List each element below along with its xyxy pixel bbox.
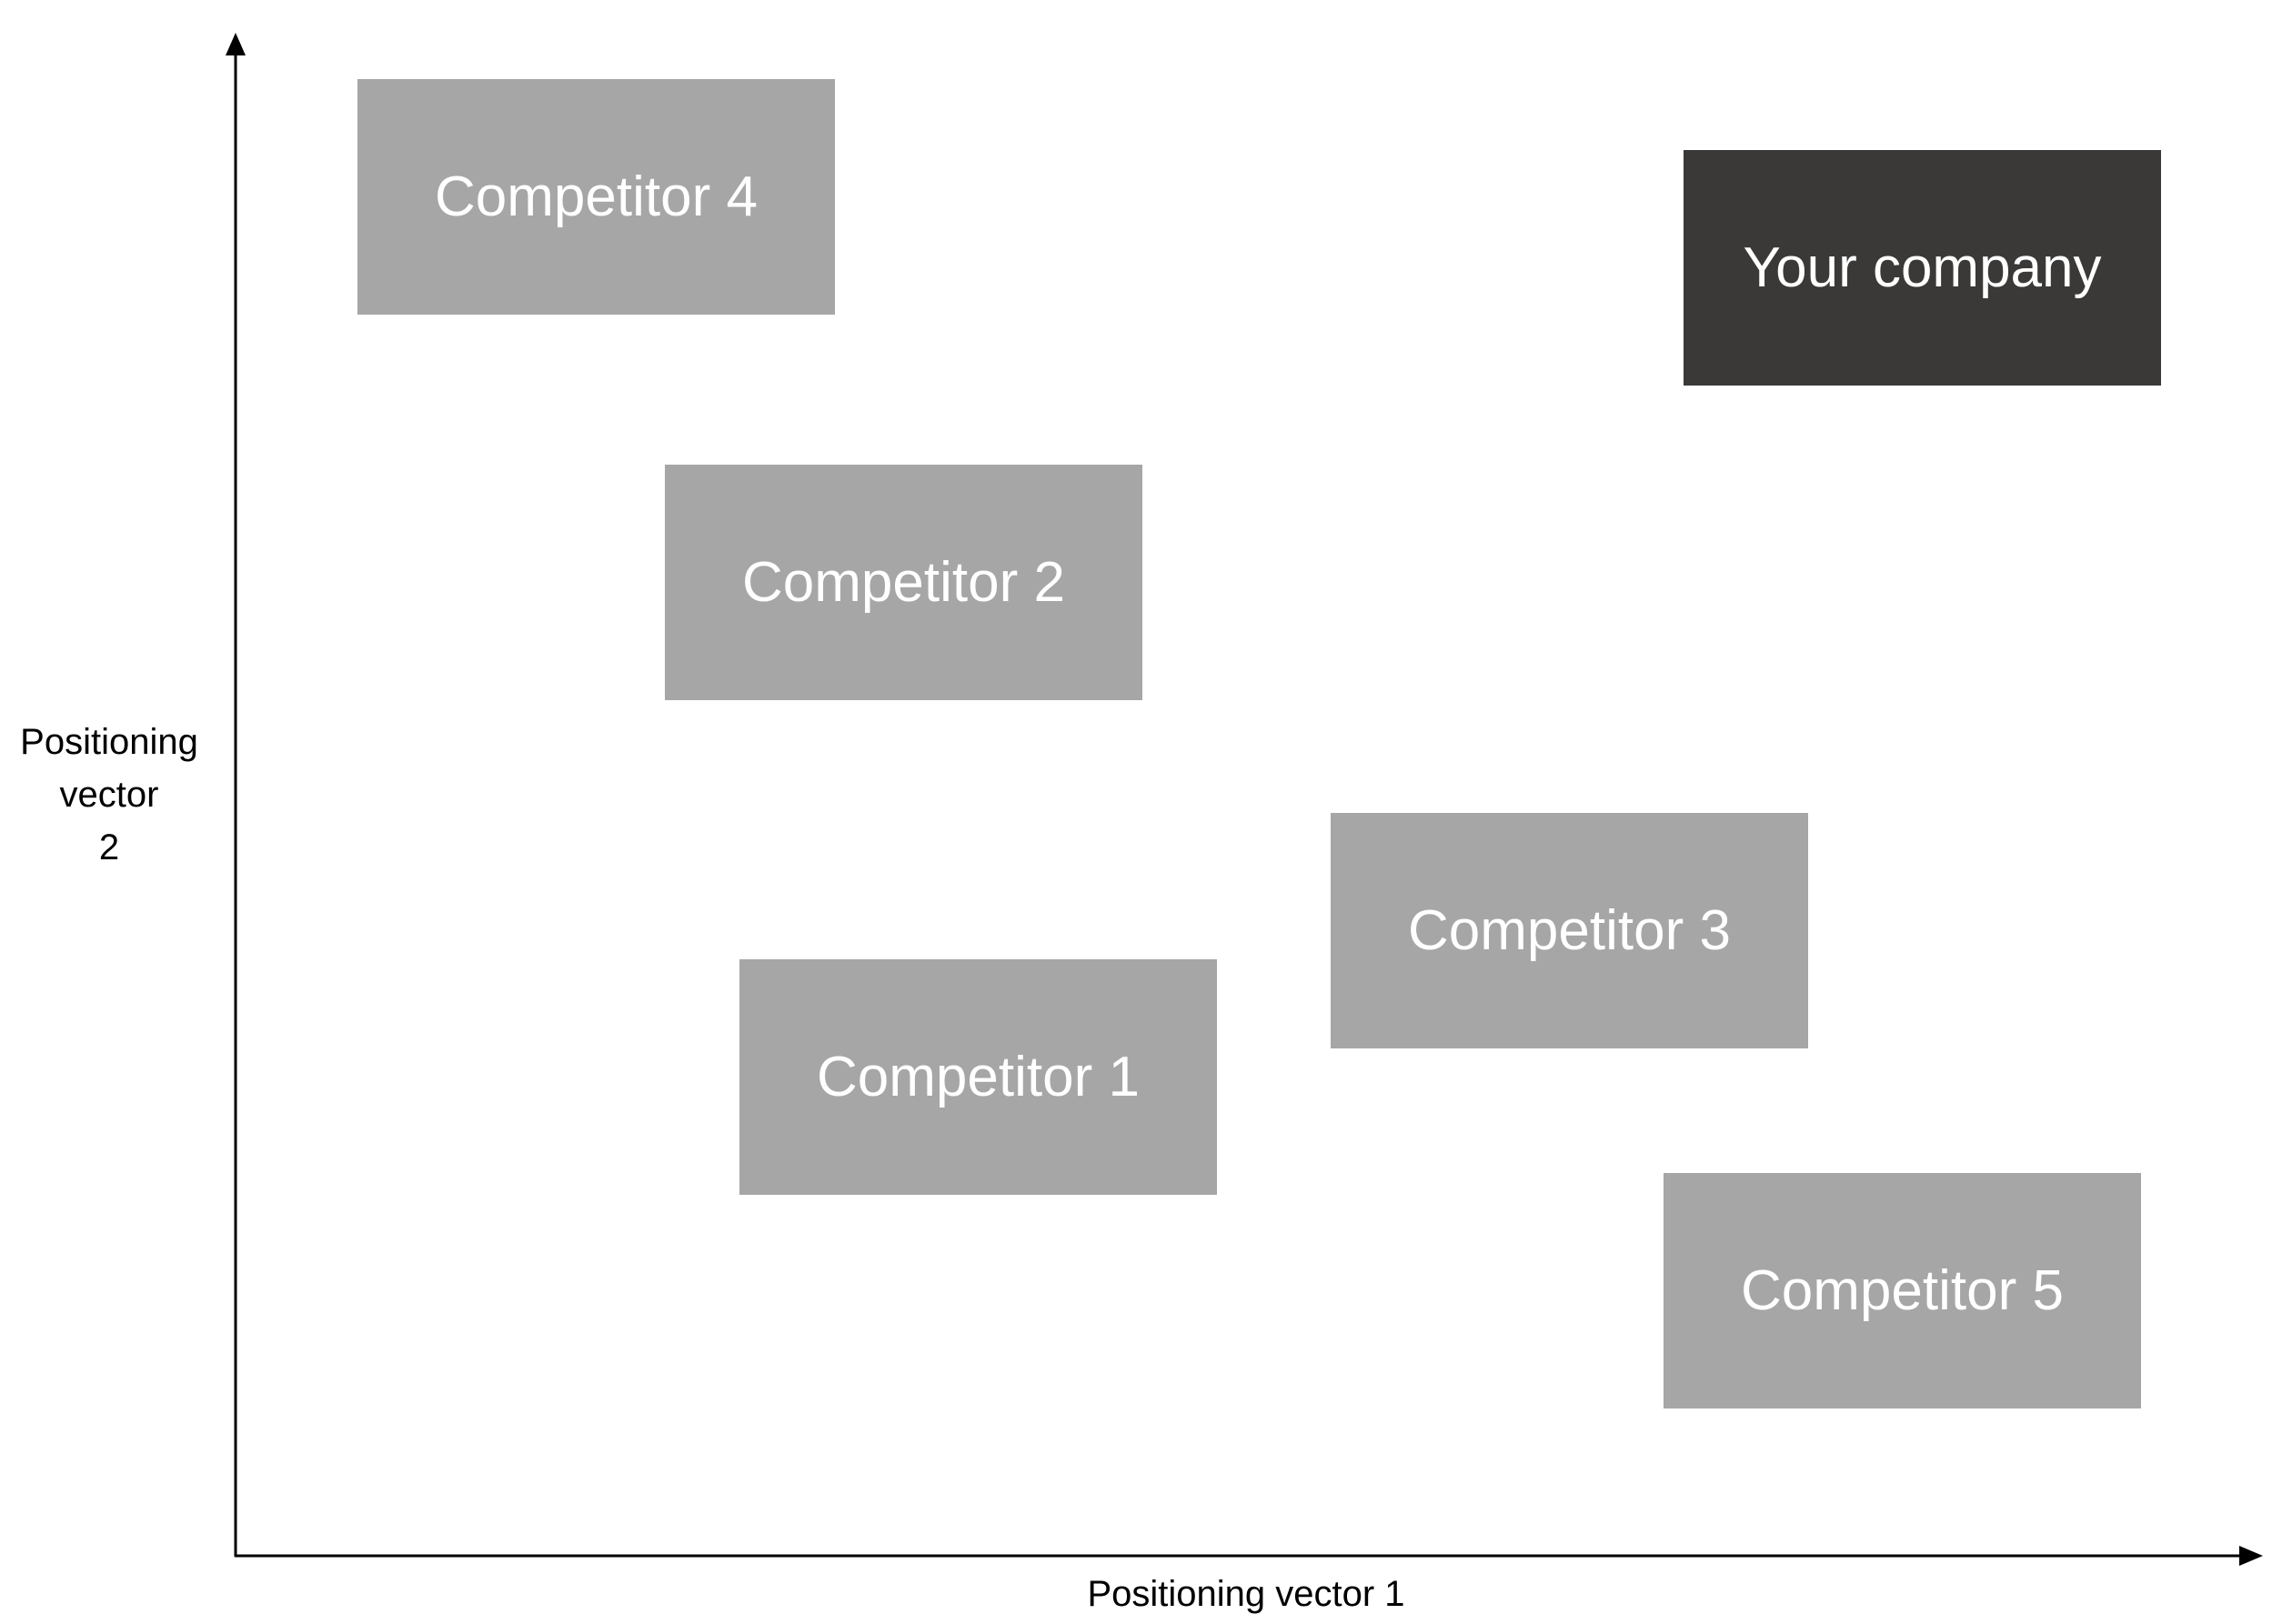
y-axis-label-line: 2: [98, 827, 120, 867]
y-axis-label-line: Positioning: [20, 722, 198, 762]
competitor-5-label: Competitor 5: [1741, 1259, 2064, 1322]
competitor-2-label: Competitor 2: [742, 551, 1065, 614]
competitor-4-box: Competitor 4: [357, 79, 835, 315]
y-axis-label-line: vector: [59, 775, 159, 815]
competitor-3-box: Competitor 3: [1331, 813, 1808, 1048]
your-company-box: Your company: [1684, 150, 2161, 386]
y-axis-arrowhead: [226, 33, 246, 55]
competitor-5-box: Competitor 5: [1664, 1173, 2141, 1408]
competitor-3-label: Competitor 3: [1408, 899, 1731, 962]
y-axis-label: Positioning vector 2: [0, 716, 218, 874]
competitor-1-label: Competitor 1: [817, 1046, 1140, 1108]
competitor-4-label: Competitor 4: [435, 165, 758, 228]
competitor-2-box: Competitor 2: [665, 465, 1142, 700]
your-company-label: Your company: [1743, 236, 2102, 299]
competitor-1-box: Competitor 1: [739, 959, 1217, 1195]
x-axis-label: Positioning vector 1: [1087, 1574, 1405, 1614]
x-axis-arrowhead: [2239, 1546, 2263, 1566]
